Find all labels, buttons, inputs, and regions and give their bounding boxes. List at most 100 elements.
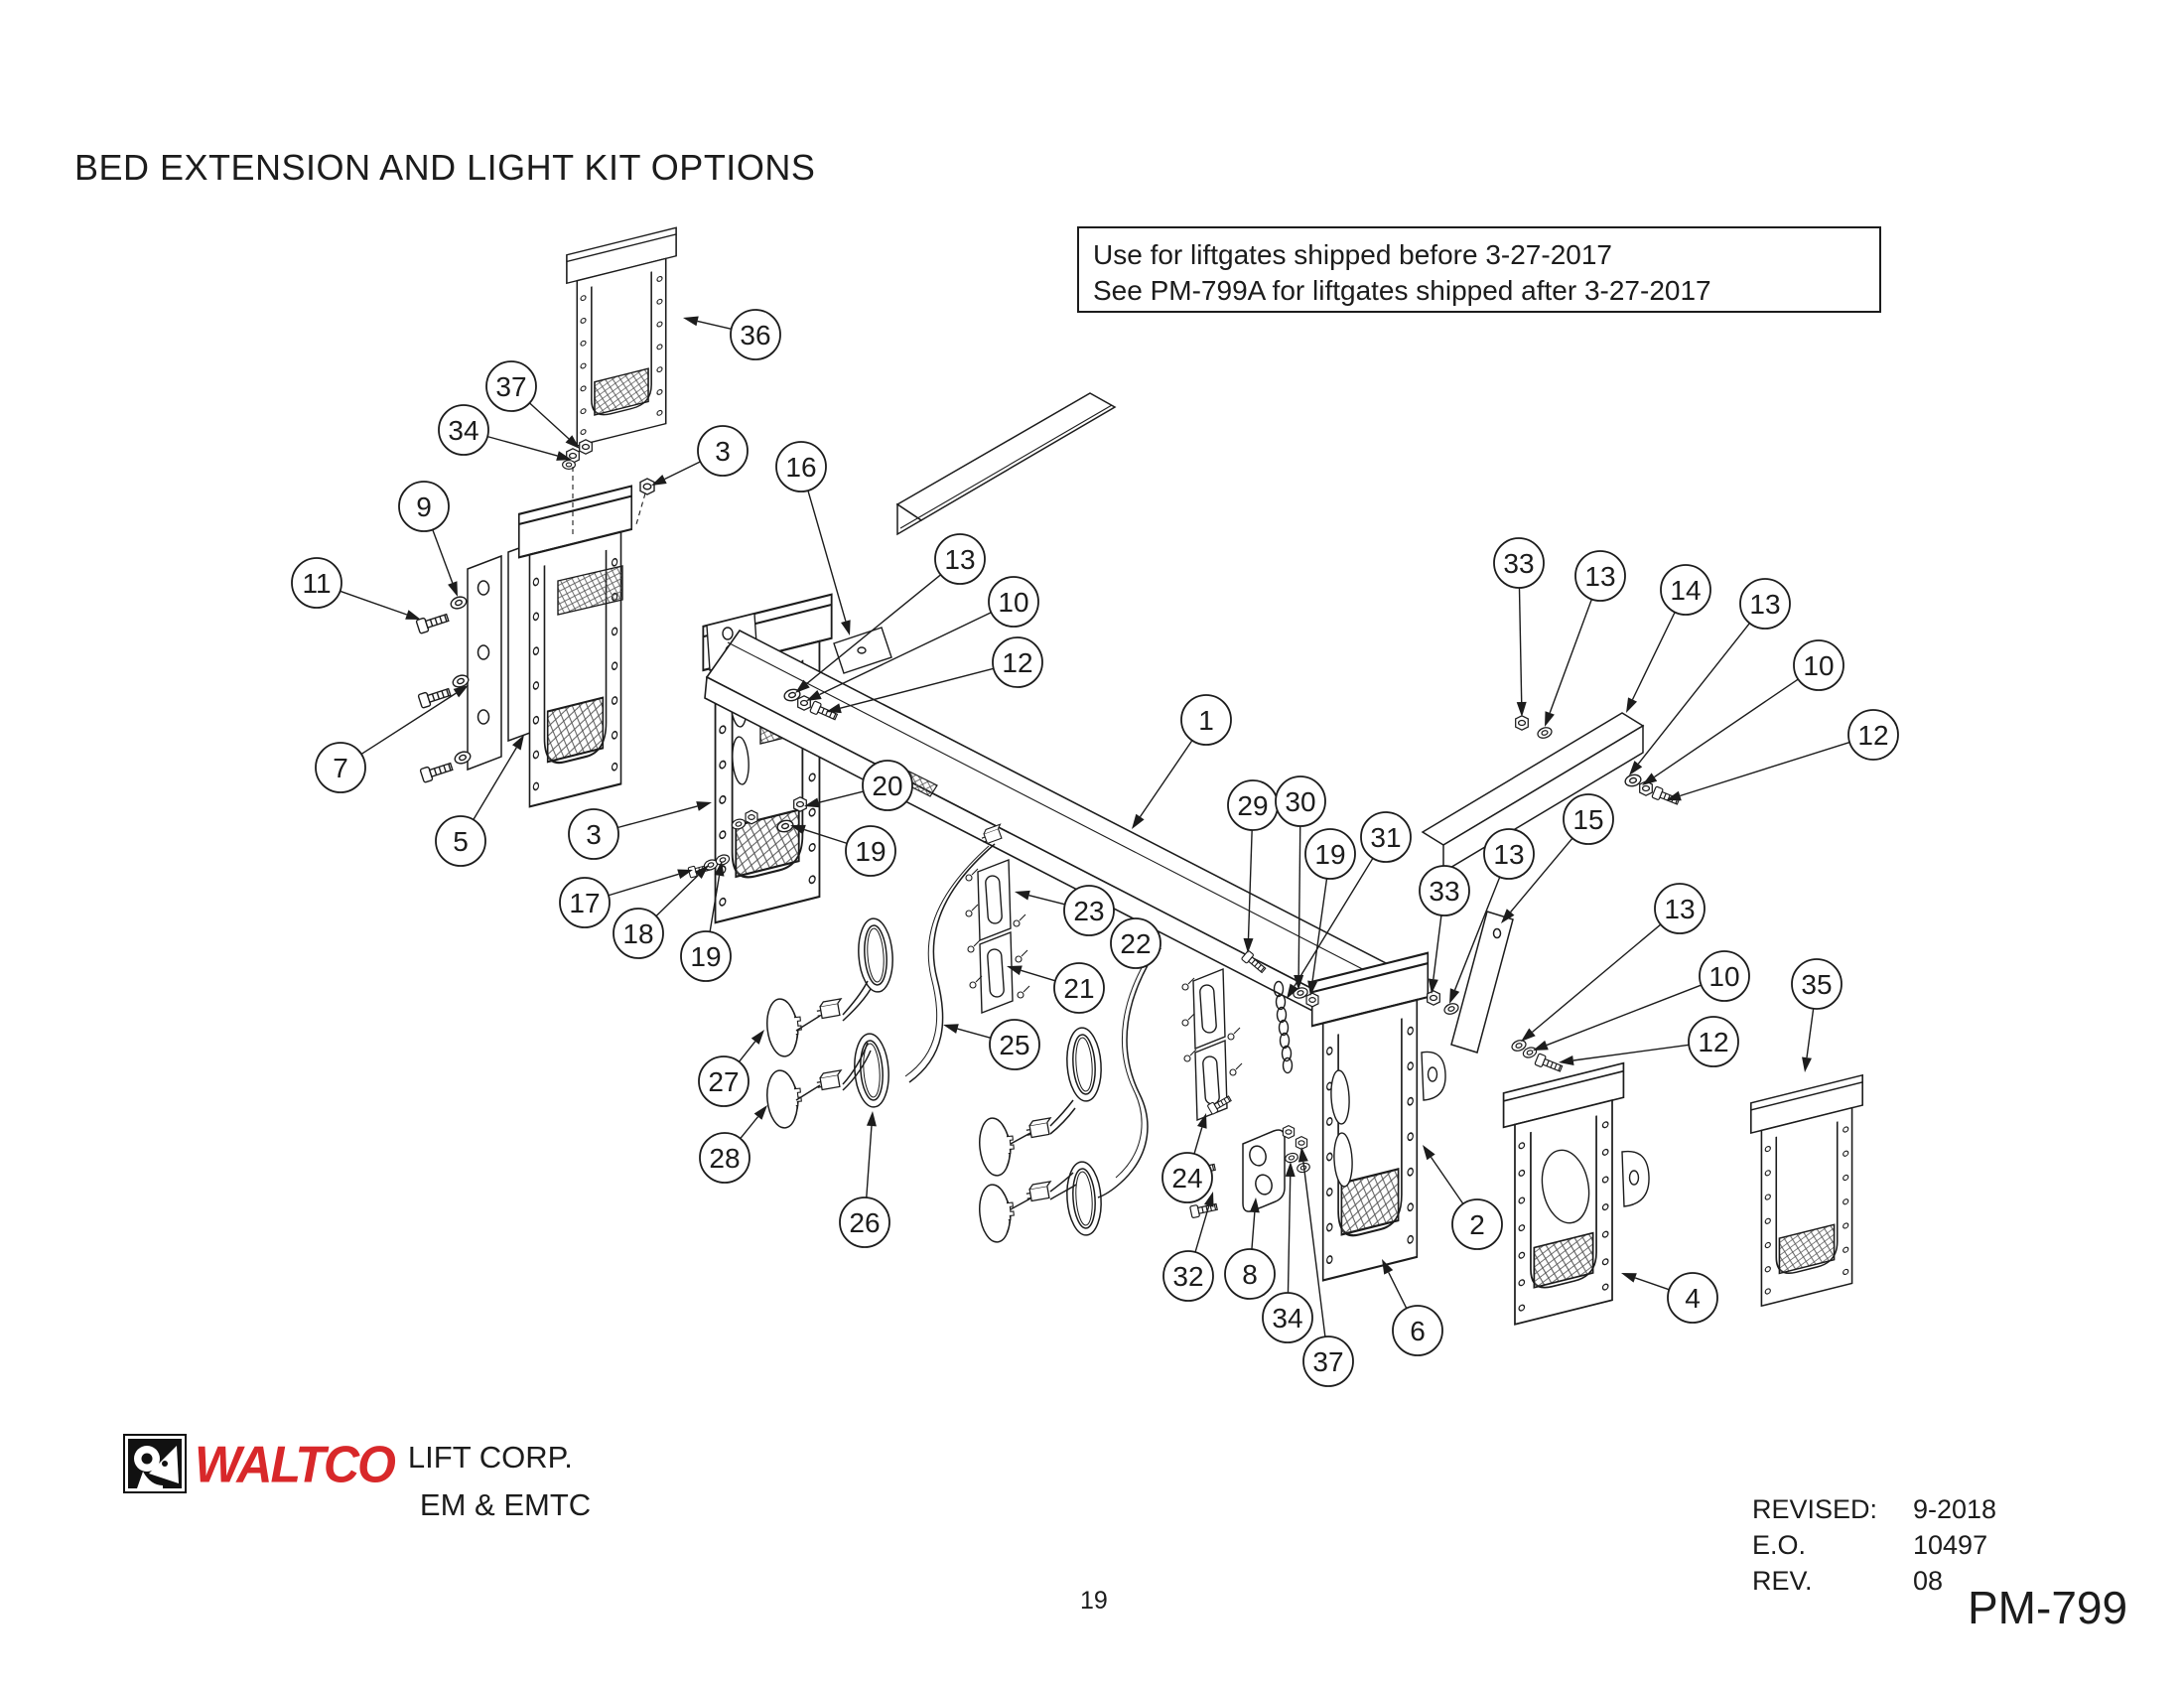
callout-number: 30 xyxy=(1285,786,1315,817)
nut-20 xyxy=(793,796,807,812)
callout-35: 35 xyxy=(1791,958,1843,1072)
step-weldment-upper xyxy=(517,485,633,811)
callout-number: 29 xyxy=(1237,790,1268,821)
callout-number: 13 xyxy=(1664,894,1695,924)
revision-block: REVISED: 9-2018 E.O. 10497 REV. 08 xyxy=(1752,1491,1996,1599)
callout-21: 21 xyxy=(1007,962,1105,1014)
brand-wordmark: WALTCO xyxy=(195,1435,396,1494)
callout-number: 36 xyxy=(740,320,770,351)
callout-37: 37 xyxy=(1297,1147,1354,1387)
bolt-32b xyxy=(1189,1199,1219,1219)
lamp-grommet-d xyxy=(1063,1160,1105,1237)
screw xyxy=(1013,914,1026,927)
callout-number: 34 xyxy=(1272,1303,1302,1334)
callout-number: 23 xyxy=(1073,896,1104,926)
screw xyxy=(1227,1027,1241,1041)
support-strut-15 xyxy=(1450,911,1514,1054)
callout-3: 3 xyxy=(651,425,749,486)
callout-25: 25 xyxy=(943,1019,1040,1070)
callout-number: 13 xyxy=(1584,561,1615,592)
callout-33: 33 xyxy=(1493,537,1545,717)
connector-c xyxy=(1024,1117,1054,1139)
callout-20: 20 xyxy=(804,760,913,811)
callout-number: 8 xyxy=(1242,1259,1258,1290)
step-assembly-36 xyxy=(566,226,677,450)
step-weldment-right xyxy=(1310,951,1430,1285)
junction-block-8 xyxy=(1242,1129,1286,1212)
revision-row: REV. 08 xyxy=(1752,1563,1996,1599)
callout-15: 15 xyxy=(1501,793,1614,923)
nut-37 xyxy=(579,439,593,455)
callout-number: 20 xyxy=(872,771,902,801)
callout-4: 4 xyxy=(1621,1272,1718,1324)
callout-13: 13 xyxy=(795,533,986,693)
company-name: LIFT CORP. xyxy=(407,1440,573,1475)
revision-row: REVISED: 9-2018 xyxy=(1752,1491,1996,1527)
footer-brand-block: WALTCO LIFT CORP. EM & EMTC xyxy=(123,1434,591,1529)
page-title: BED EXTENSION AND LIGHT KIT OPTIONS xyxy=(74,147,816,188)
revision-label: REV. xyxy=(1752,1566,1813,1596)
callout-number: 12 xyxy=(1857,720,1888,751)
lamp-grommet-a xyxy=(855,916,896,994)
callout-18: 18 xyxy=(613,865,709,959)
callout-number: 26 xyxy=(849,1207,880,1238)
callout-number: 13 xyxy=(1493,839,1524,870)
light-bracket-left xyxy=(977,858,1014,1015)
note-line-2: See PM-799A for liftgates shipped after … xyxy=(1093,275,1711,306)
callout-9: 9 xyxy=(398,481,458,597)
bolt-11 xyxy=(415,610,451,634)
model-names: EM & EMTC xyxy=(419,1487,592,1522)
nut-20b xyxy=(745,809,758,825)
callout-5: 5 xyxy=(435,735,524,867)
bolt-12c xyxy=(1534,1053,1565,1075)
chain-31 xyxy=(1273,980,1294,1074)
callout-number: 3 xyxy=(586,819,602,850)
callout-7: 7 xyxy=(315,685,469,793)
revision-row: E.O. 10497 xyxy=(1752,1527,1996,1563)
light-bracket-right xyxy=(1192,967,1228,1122)
callout-number: 17 xyxy=(569,888,600,918)
callout-26: 26 xyxy=(839,1111,890,1248)
nut-37b xyxy=(1282,1125,1296,1139)
callout-16: 16 xyxy=(775,441,851,635)
callout-number: 33 xyxy=(1503,548,1534,579)
callout-13: 13 xyxy=(1545,550,1626,727)
nut-10a xyxy=(797,695,811,711)
callout-10: 10 xyxy=(1533,950,1750,1051)
callout-31: 31 xyxy=(1287,811,1412,999)
callout-29: 29 xyxy=(1227,779,1279,953)
diagram-linework xyxy=(415,226,1863,1329)
callout-19: 19 xyxy=(1304,828,1356,996)
document-number: PM-799 xyxy=(1968,1582,2128,1633)
revision-value: 10497 xyxy=(1913,1530,1988,1560)
waltco-logo-icon xyxy=(123,1434,187,1493)
nut-33a xyxy=(1427,990,1440,1006)
callout-33: 33 xyxy=(1419,865,1470,994)
bolt-7a xyxy=(417,684,453,709)
callout-number: 12 xyxy=(1698,1027,1728,1057)
callout-number: 10 xyxy=(1803,650,1834,681)
callout-number: 1 xyxy=(1198,705,1214,736)
callout-number: 34 xyxy=(448,415,478,446)
connector-b xyxy=(814,1069,845,1091)
callout-number: 9 xyxy=(416,492,432,522)
callout-34: 34 xyxy=(1262,1162,1313,1343)
callout-number: 22 xyxy=(1120,928,1151,959)
screw xyxy=(969,975,983,989)
callout-19: 19 xyxy=(680,861,732,982)
callout-13: 13 xyxy=(1521,883,1706,1042)
mounting-plate-assembly xyxy=(467,542,531,772)
screw xyxy=(1017,985,1030,999)
lamp-lens-d xyxy=(976,1182,1018,1245)
callout-number: 31 xyxy=(1370,822,1401,853)
washer-34b xyxy=(1284,1151,1299,1165)
lamp-lens-27 xyxy=(763,996,805,1059)
callout-number: 12 xyxy=(1002,647,1032,678)
callout-number: 28 xyxy=(709,1143,740,1174)
revision-value: 08 xyxy=(1913,1566,1944,1596)
callout-number: 4 xyxy=(1685,1283,1701,1314)
callout-13: 13 xyxy=(1449,828,1535,1004)
callout-22: 22 xyxy=(1110,917,1161,969)
